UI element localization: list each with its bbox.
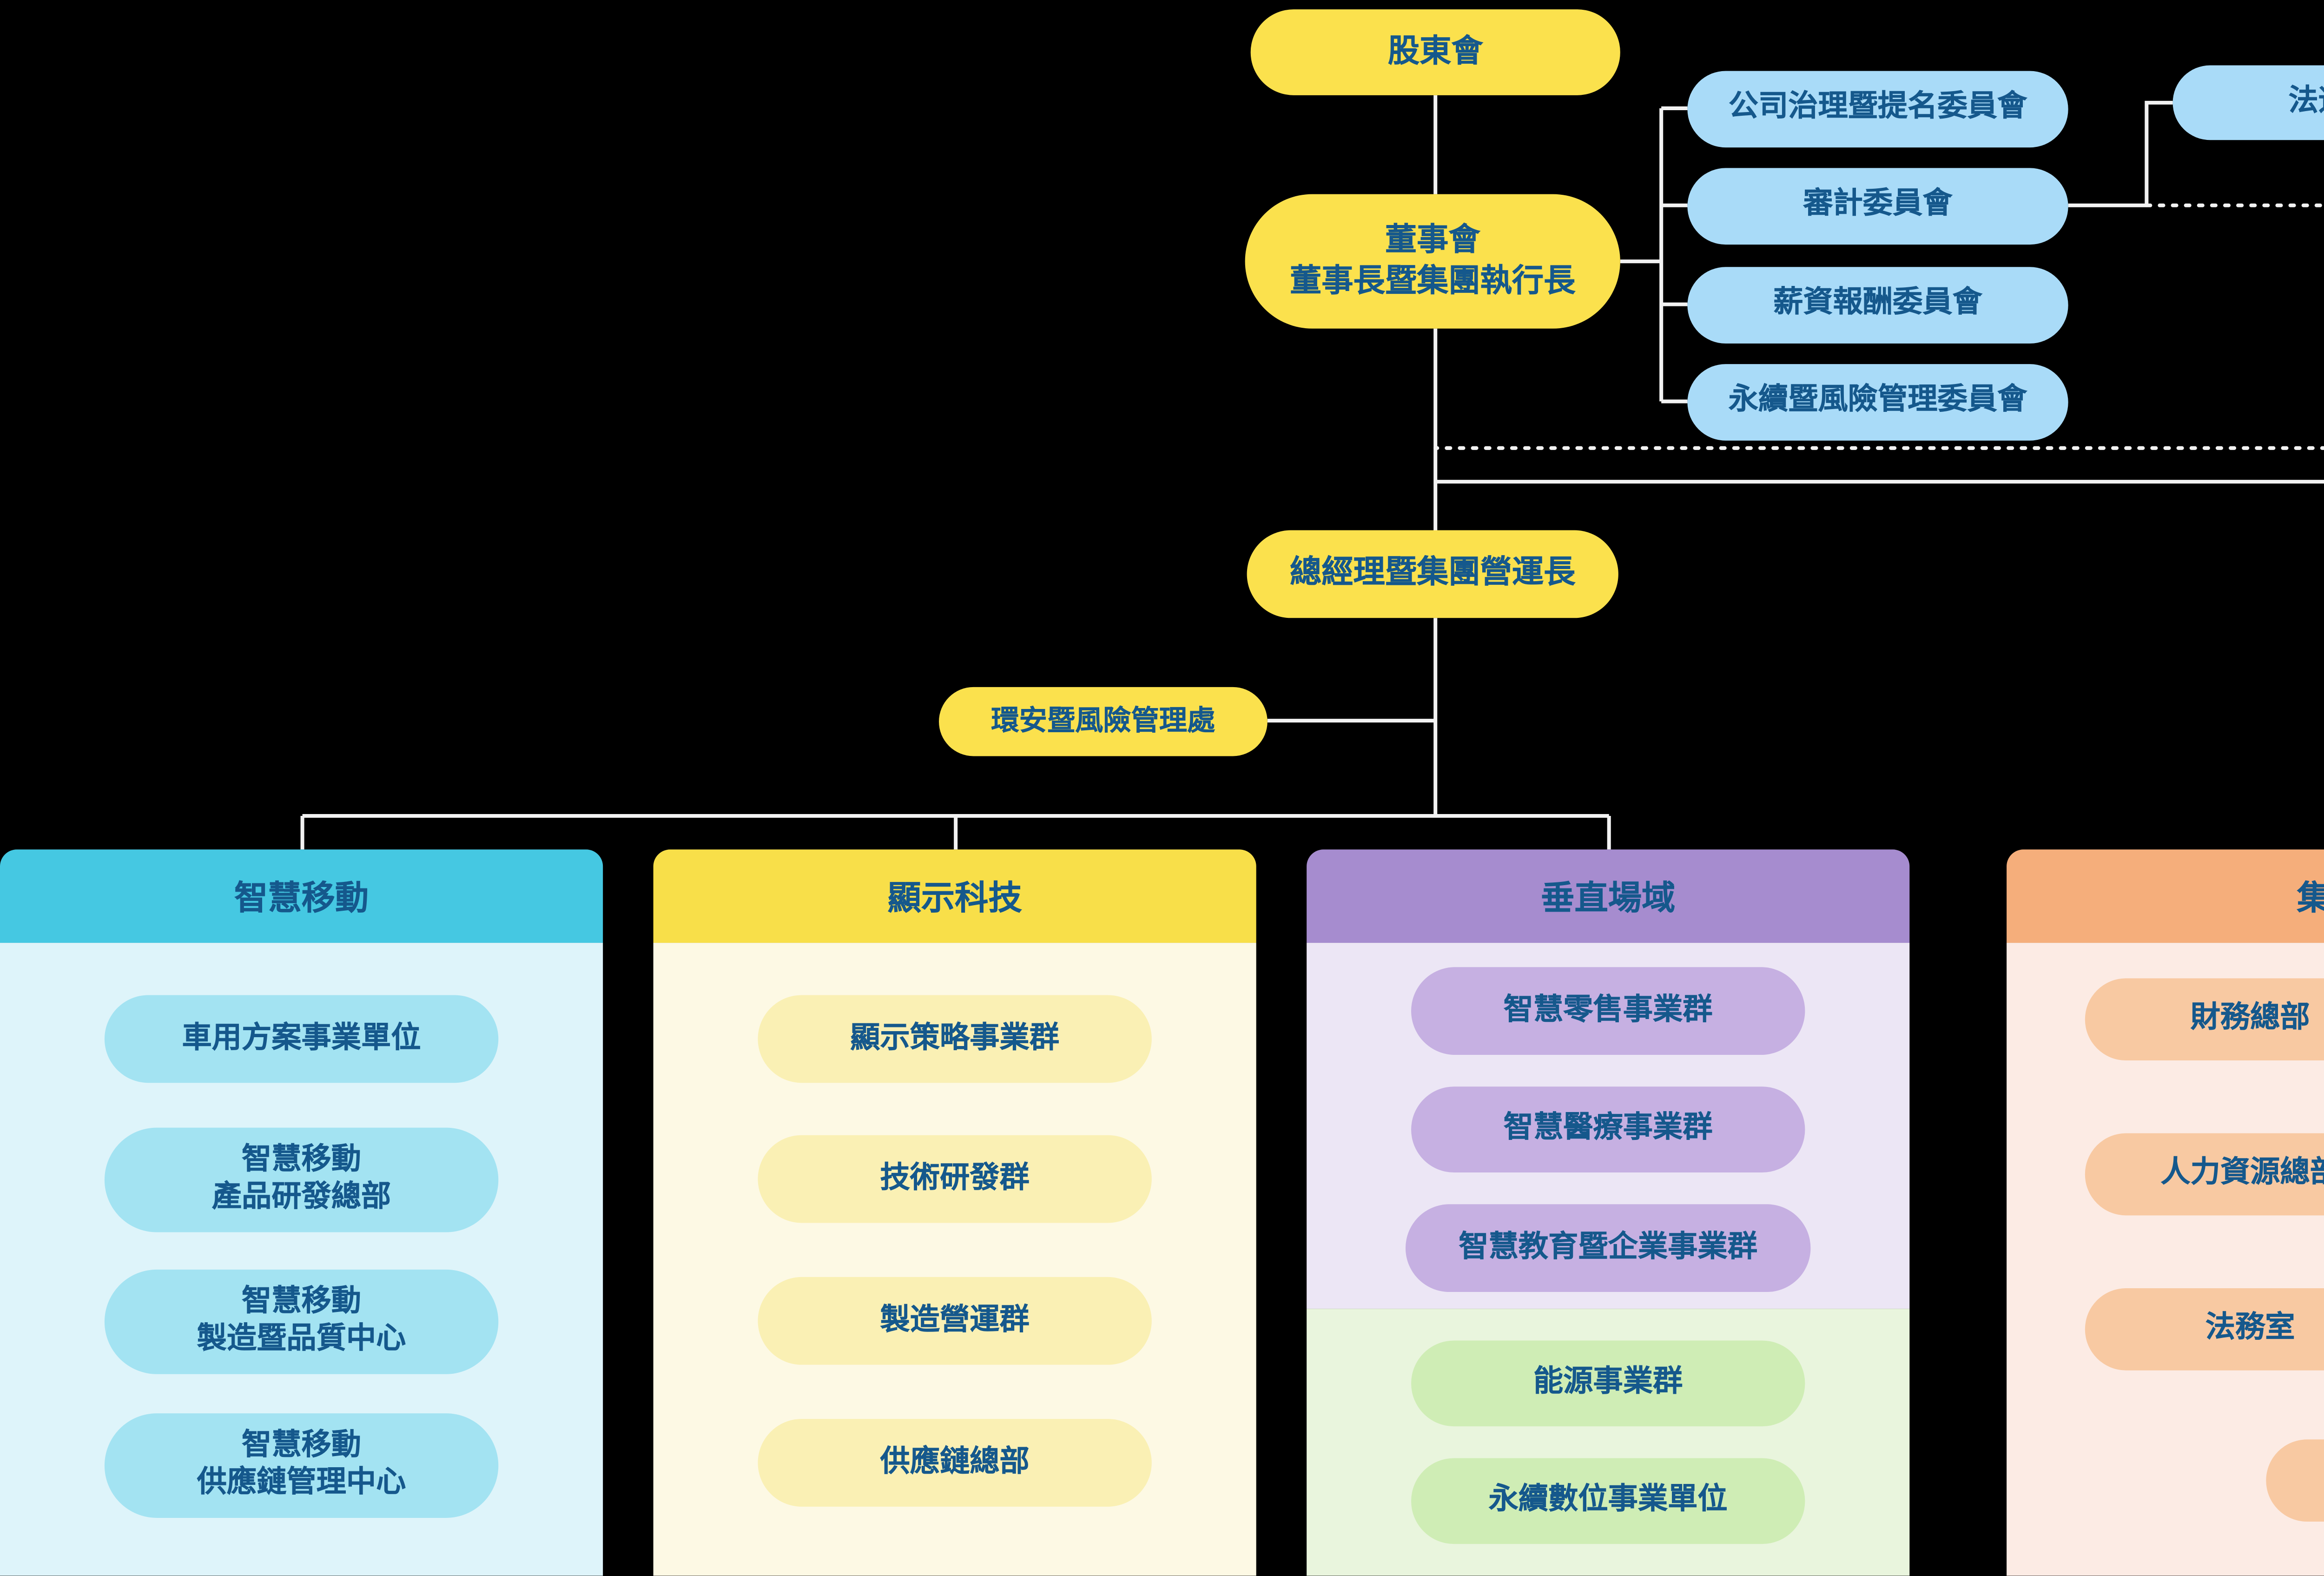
org-item-line2: 供應鏈管理中心 (197, 1467, 406, 1499)
card-smart-mobility-header: 智慧移動 (0, 849, 603, 943)
card-support-units: 集團營運支援單位 財務總部 數位技術發展總部 人力資源總部 永續發展總部 法務室… (2007, 849, 2324, 1576)
node-committee-audit: 審計委員會 (1687, 168, 2068, 245)
line-branch-support (1435, 480, 2324, 484)
org-item: 人力資源總部 (2085, 1133, 2324, 1216)
card-display-technology: 顯示科技 顯示策略事業群 技術研發群 製造營運群 供應鏈總部 (653, 849, 1256, 1576)
org-item: 製造營運群 (758, 1277, 1152, 1365)
dotted-connectors (1433, 203, 2324, 450)
board-label: 董事會 董事長暨集團執行長 (1290, 220, 1575, 303)
card-support-units-header: 集團營運支援單位 (2007, 849, 2324, 943)
org-item: 智慧醫療事業群 (1411, 1086, 1805, 1173)
org-item: 法務室 (2085, 1288, 2324, 1371)
org-item-line2: 製造暨品質中心 (197, 1324, 406, 1356)
org-item: 車用方案事業單位 (104, 995, 499, 1083)
org-item: 智慧教育暨企業事業群 (1406, 1204, 1811, 1292)
org-item: 財務總部 (2085, 978, 2324, 1061)
org-item: 智慧移動產品研發總部 (104, 1127, 499, 1232)
org-item: 智慧零售事業群 (1411, 967, 1805, 1055)
org-item: 能源事業群 (1411, 1340, 1805, 1427)
dotted-compliance-loop (1433, 446, 2324, 450)
solid-connectors (300, 95, 2324, 850)
node-committee-sustainability-risk: 永續暨風險管理委員會 (1687, 364, 2068, 441)
line-board-committees (1620, 106, 1688, 404)
line-president-groups (300, 618, 1611, 850)
node-president-coo: 總經理暨集團營運長 (1247, 530, 1618, 618)
card-vertical-domains-header: 垂直場域 (1307, 849, 1910, 943)
org-item: 技術研發群 (758, 1135, 1152, 1223)
card-vertical-domains: 垂直場域 智慧零售事業群 智慧醫療事業群 智慧教育暨企業事業群 能源事業群 永續… (1307, 849, 1910, 1576)
board-line1: 董事會 (1385, 222, 1480, 258)
node-shareholders: 股東會 (1250, 9, 1620, 95)
node-chief-compliance: 法遵總顧問 (2172, 65, 2324, 140)
node-committee-governance: 公司治理暨提名委員會 (1687, 71, 2068, 148)
line-audit-compliance (2068, 100, 2173, 207)
card-smart-mobility: 智慧移動 車用方案事業單位 智慧移動產品研發總部 智慧移動製造暨品質中心 智慧移… (0, 849, 603, 1576)
node-committee-compensation: 薪資報酬委員會 (1687, 267, 2068, 344)
card-display-technology-header: 顯示科技 (653, 849, 1256, 943)
org-item: 智慧移動製造暨品質中心 (104, 1269, 499, 1374)
org-item: 永續數位事業單位 (1411, 1458, 1805, 1544)
org-item-line2: 產品研發總部 (211, 1182, 391, 1214)
org-item-line1: 智慧移動 (242, 1430, 362, 1462)
node-esh-risk-office: 環安暨風險管理處 (939, 687, 1268, 756)
org-item-line1: 智慧移動 (242, 1144, 362, 1177)
org-item: 顯示策略事業群 (758, 995, 1152, 1083)
org-item-line1: 智慧移動 (242, 1286, 362, 1318)
org-item: 智慧移動供應鏈管理中心 (104, 1413, 499, 1518)
board-line2: 董事長暨集團執行長 (1290, 263, 1576, 299)
org-item: 供應鏈總部 (758, 1419, 1152, 1507)
node-board: 董事會 董事長暨集團執行長 (1245, 194, 1620, 329)
